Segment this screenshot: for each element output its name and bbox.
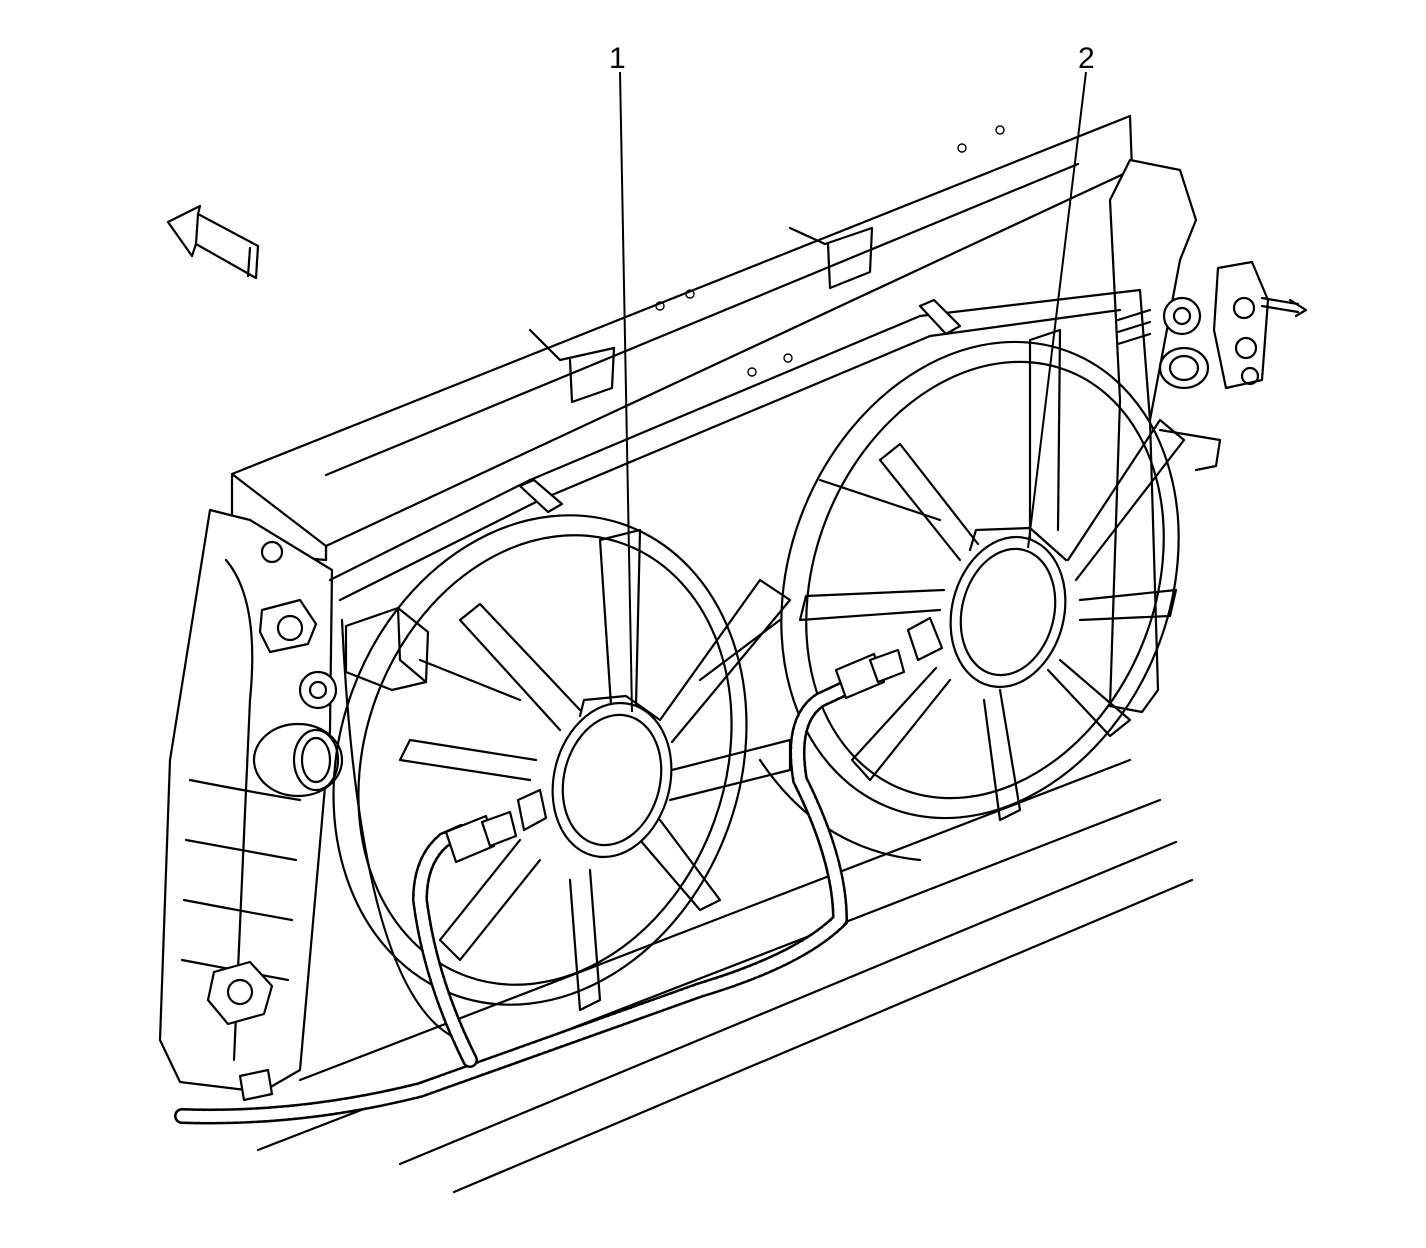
callout-2-label: 2 — [1078, 42, 1095, 75]
radiator-upper-shroud — [230, 114, 1134, 562]
callout-1-label: 1 — [609, 42, 626, 75]
callout-1-leader — [619, 71, 633, 713]
left-cooling-fan — [332, 514, 792, 1012]
radiator-right-tank — [1108, 158, 1308, 714]
front-direction-arrow-icon — [166, 204, 260, 280]
radiator-left-tank — [158, 508, 344, 1102]
fan-wiring-harness — [174, 648, 906, 1125]
callout-1: 1 — [609, 42, 633, 713]
callout-2: 2 — [1027, 42, 1095, 549]
callout-2-leader — [1027, 71, 1087, 549]
fan-shroud — [328, 288, 1152, 1042]
right-cooling-fan — [780, 328, 1186, 822]
